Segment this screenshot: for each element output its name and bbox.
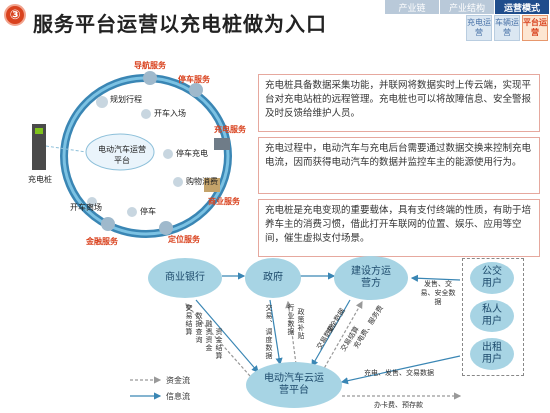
route-planning-label: 规划行程 [110,95,142,104]
park-charge-icon [163,149,173,159]
operator-node: 建设方运营方 [334,256,408,300]
edge-label-users-platform-1: 充电、发售、交易数据 [364,369,434,377]
tab-industry-structure[interactable]: 产业结构 [440,0,495,14]
platform-flow-diagram: 商业银行 政府 建设方运营方 电动汽车云运营平台 公交用户 私人用户 出租用户 … [0,256,550,413]
route-planning-icon [96,96,108,108]
legend-info-label: 信息流 [166,392,190,401]
location-pin-icon [159,221,173,235]
shopping-icon [173,177,183,187]
section-number-badge: ③ [4,4,26,26]
drive-out-label: 开车离场 [70,203,102,212]
description-data-collection: 充电桩具备数据采集功能，并联网将数据实时上传云端，实现平台对充电站桩的远程管理。… [258,74,540,132]
bank-node: 商业银行 [148,258,222,298]
legend-money-label: 资金流 [166,376,190,385]
page-title: 服务平台运营以充电桩做为入口 [33,12,327,36]
parking-spot-icon [127,207,137,217]
description-payment-terminal: 充电桩是充电变现的重要载体，具有支付终端的性质，有助于培养车主的消费习惯，借此打… [258,199,540,257]
drive-out-icon [87,197,97,207]
finance-icon [101,217,115,231]
subtab-platform-operation[interactable]: 平台运营 [522,15,548,41]
navigation-car-icon [143,71,157,85]
edge-label-bank-2: 数据查询 [195,312,203,344]
parking-service-label: 停车服务 [178,75,210,84]
description-data-exchange: 充电过程中，电动汽车与充电后台需要通过数据交换来控制充电电流，因而获得电动汽车的… [258,137,540,194]
top-nav-tabs: 产业链 产业结构 运营模式 [385,0,550,14]
cloud-platform-node: 电动汽车云运营平台 [246,362,342,408]
platform-center-label: 电动汽车运营平台 [98,145,146,165]
tab-industry-chain[interactable]: 产业链 [385,0,440,14]
parking-icon [189,83,203,97]
commerce-service-label: 商业服务 [208,197,240,206]
edge-label-bank-1: 交易结算 [185,304,193,336]
taxi-user-node: 出租用户 [470,338,514,370]
sub-nav-tabs: 充电运营 车辆运营 平台运营 [466,15,548,41]
edge-label-gov-2: 行业数据 [287,304,295,336]
users-group [462,258,524,376]
commerce-building-icon [204,178,220,192]
edge-label-gov-1: 交易、调度数据 [265,304,273,360]
parking-spot-label: 停车 [140,207,156,216]
edge-label-bank-3: 融资资金 [205,320,213,352]
charger-label: 充电桩 [28,175,52,184]
edge-label-gov-3: 政策补贴 [297,308,305,340]
navigation-service-label: 导航服务 [134,61,166,70]
charger-pole-icon [32,124,46,170]
subtab-charging-operation[interactable]: 充电运营 [466,15,492,41]
government-node: 政府 [245,258,301,298]
finance-service-label: 金融服务 [86,237,118,246]
service-loop-diagram: 充电桩 电动汽车运营平台 导航服务 停车服务 充电服务 商业服务 定位服务 金融… [28,56,260,256]
charging-service-label: 充电服务 [214,125,246,134]
location-service-label: 定位服务 [168,235,200,244]
edge-label-bank-4: 资金结算 [215,328,223,360]
shopping-label: 购物消费 [186,177,218,186]
drive-in-label: 开车入场 [154,109,186,118]
bus-user-node: 公交用户 [470,262,514,294]
charging-device-icon [214,138,230,150]
subtab-vehicle-operation[interactable]: 车辆运营 [494,15,520,41]
edge-label-users-operator: 发售、交易、安全数据 [420,280,456,306]
drive-in-icon [141,109,151,119]
tab-operation-mode[interactable]: 运营模式 [495,0,550,14]
private-user-node: 私人用户 [470,300,514,332]
park-charge-label: 停车充电 [176,149,208,158]
edge-label-users-platform-2: 办卡费、预存款 [374,401,423,409]
